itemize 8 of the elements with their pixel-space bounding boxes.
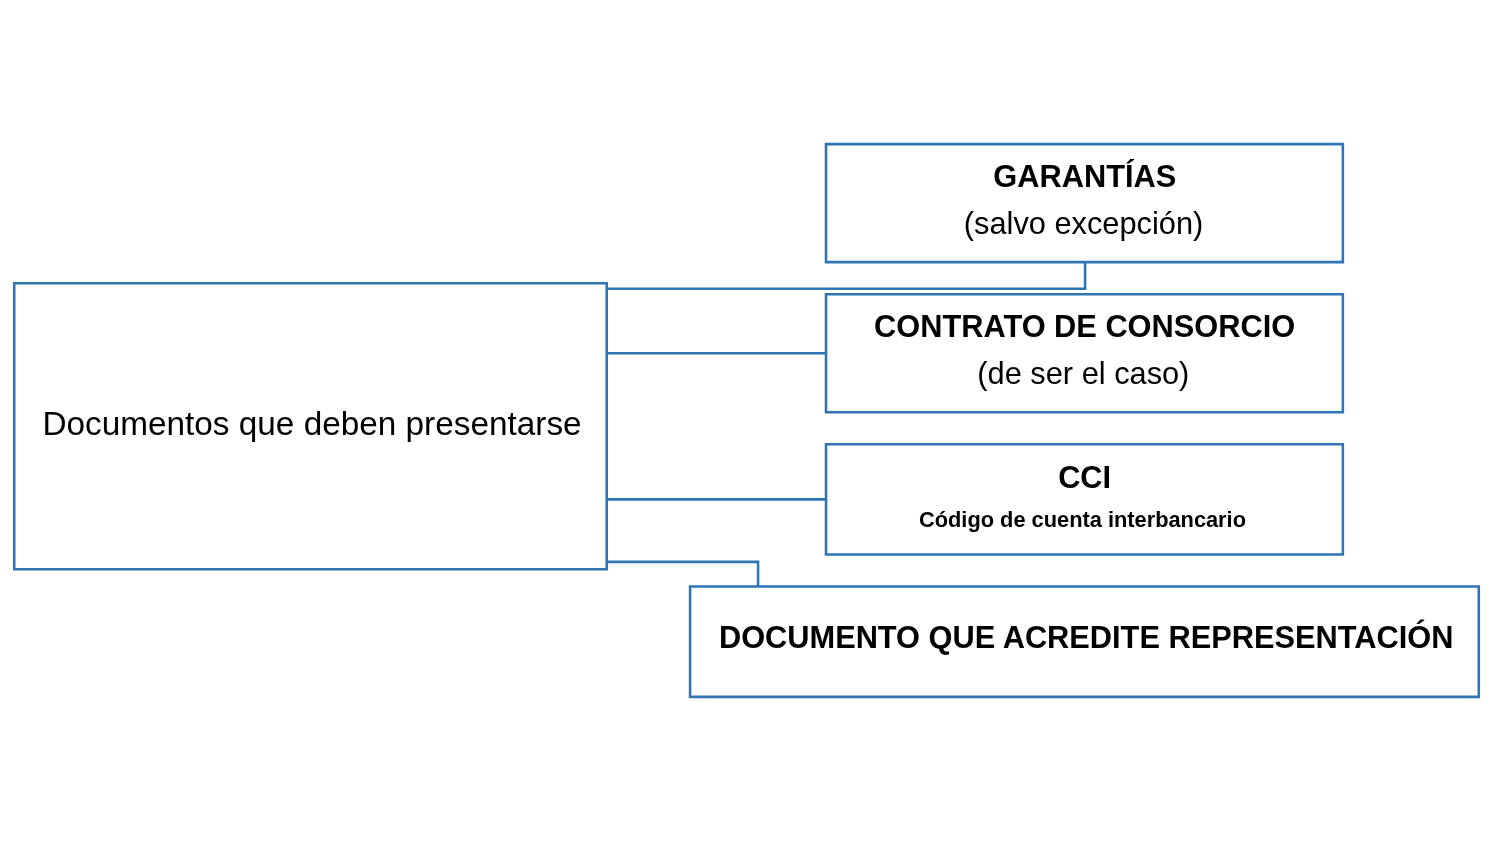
node-box: CCI Código de cuenta interbancario [824,442,1345,556]
node-box: GARANTÍAS (salvo excepción) [824,142,1345,264]
connector [606,498,826,501]
connector [607,262,1087,290]
node-box: Documentos que deben presentarse [12,282,608,571]
node-box: CONTRATO DE CONSORCIO (de ser el caso) [824,292,1345,414]
node-box: DOCUMENTO QUE ACREDITE REPRESENTACIÓN [688,585,1481,699]
connector [606,351,826,355]
